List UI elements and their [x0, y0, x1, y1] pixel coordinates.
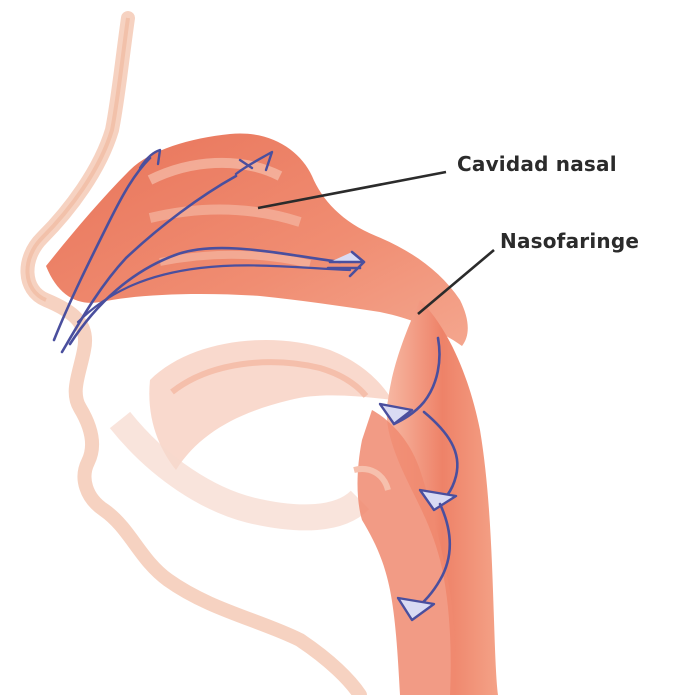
nasal-cavity-region — [46, 133, 468, 346]
label-nasofaringe: Nasofaringe — [500, 229, 639, 253]
label-cavidad-nasal: Cavidad nasal — [457, 152, 617, 176]
oral-cavity — [120, 340, 392, 517]
